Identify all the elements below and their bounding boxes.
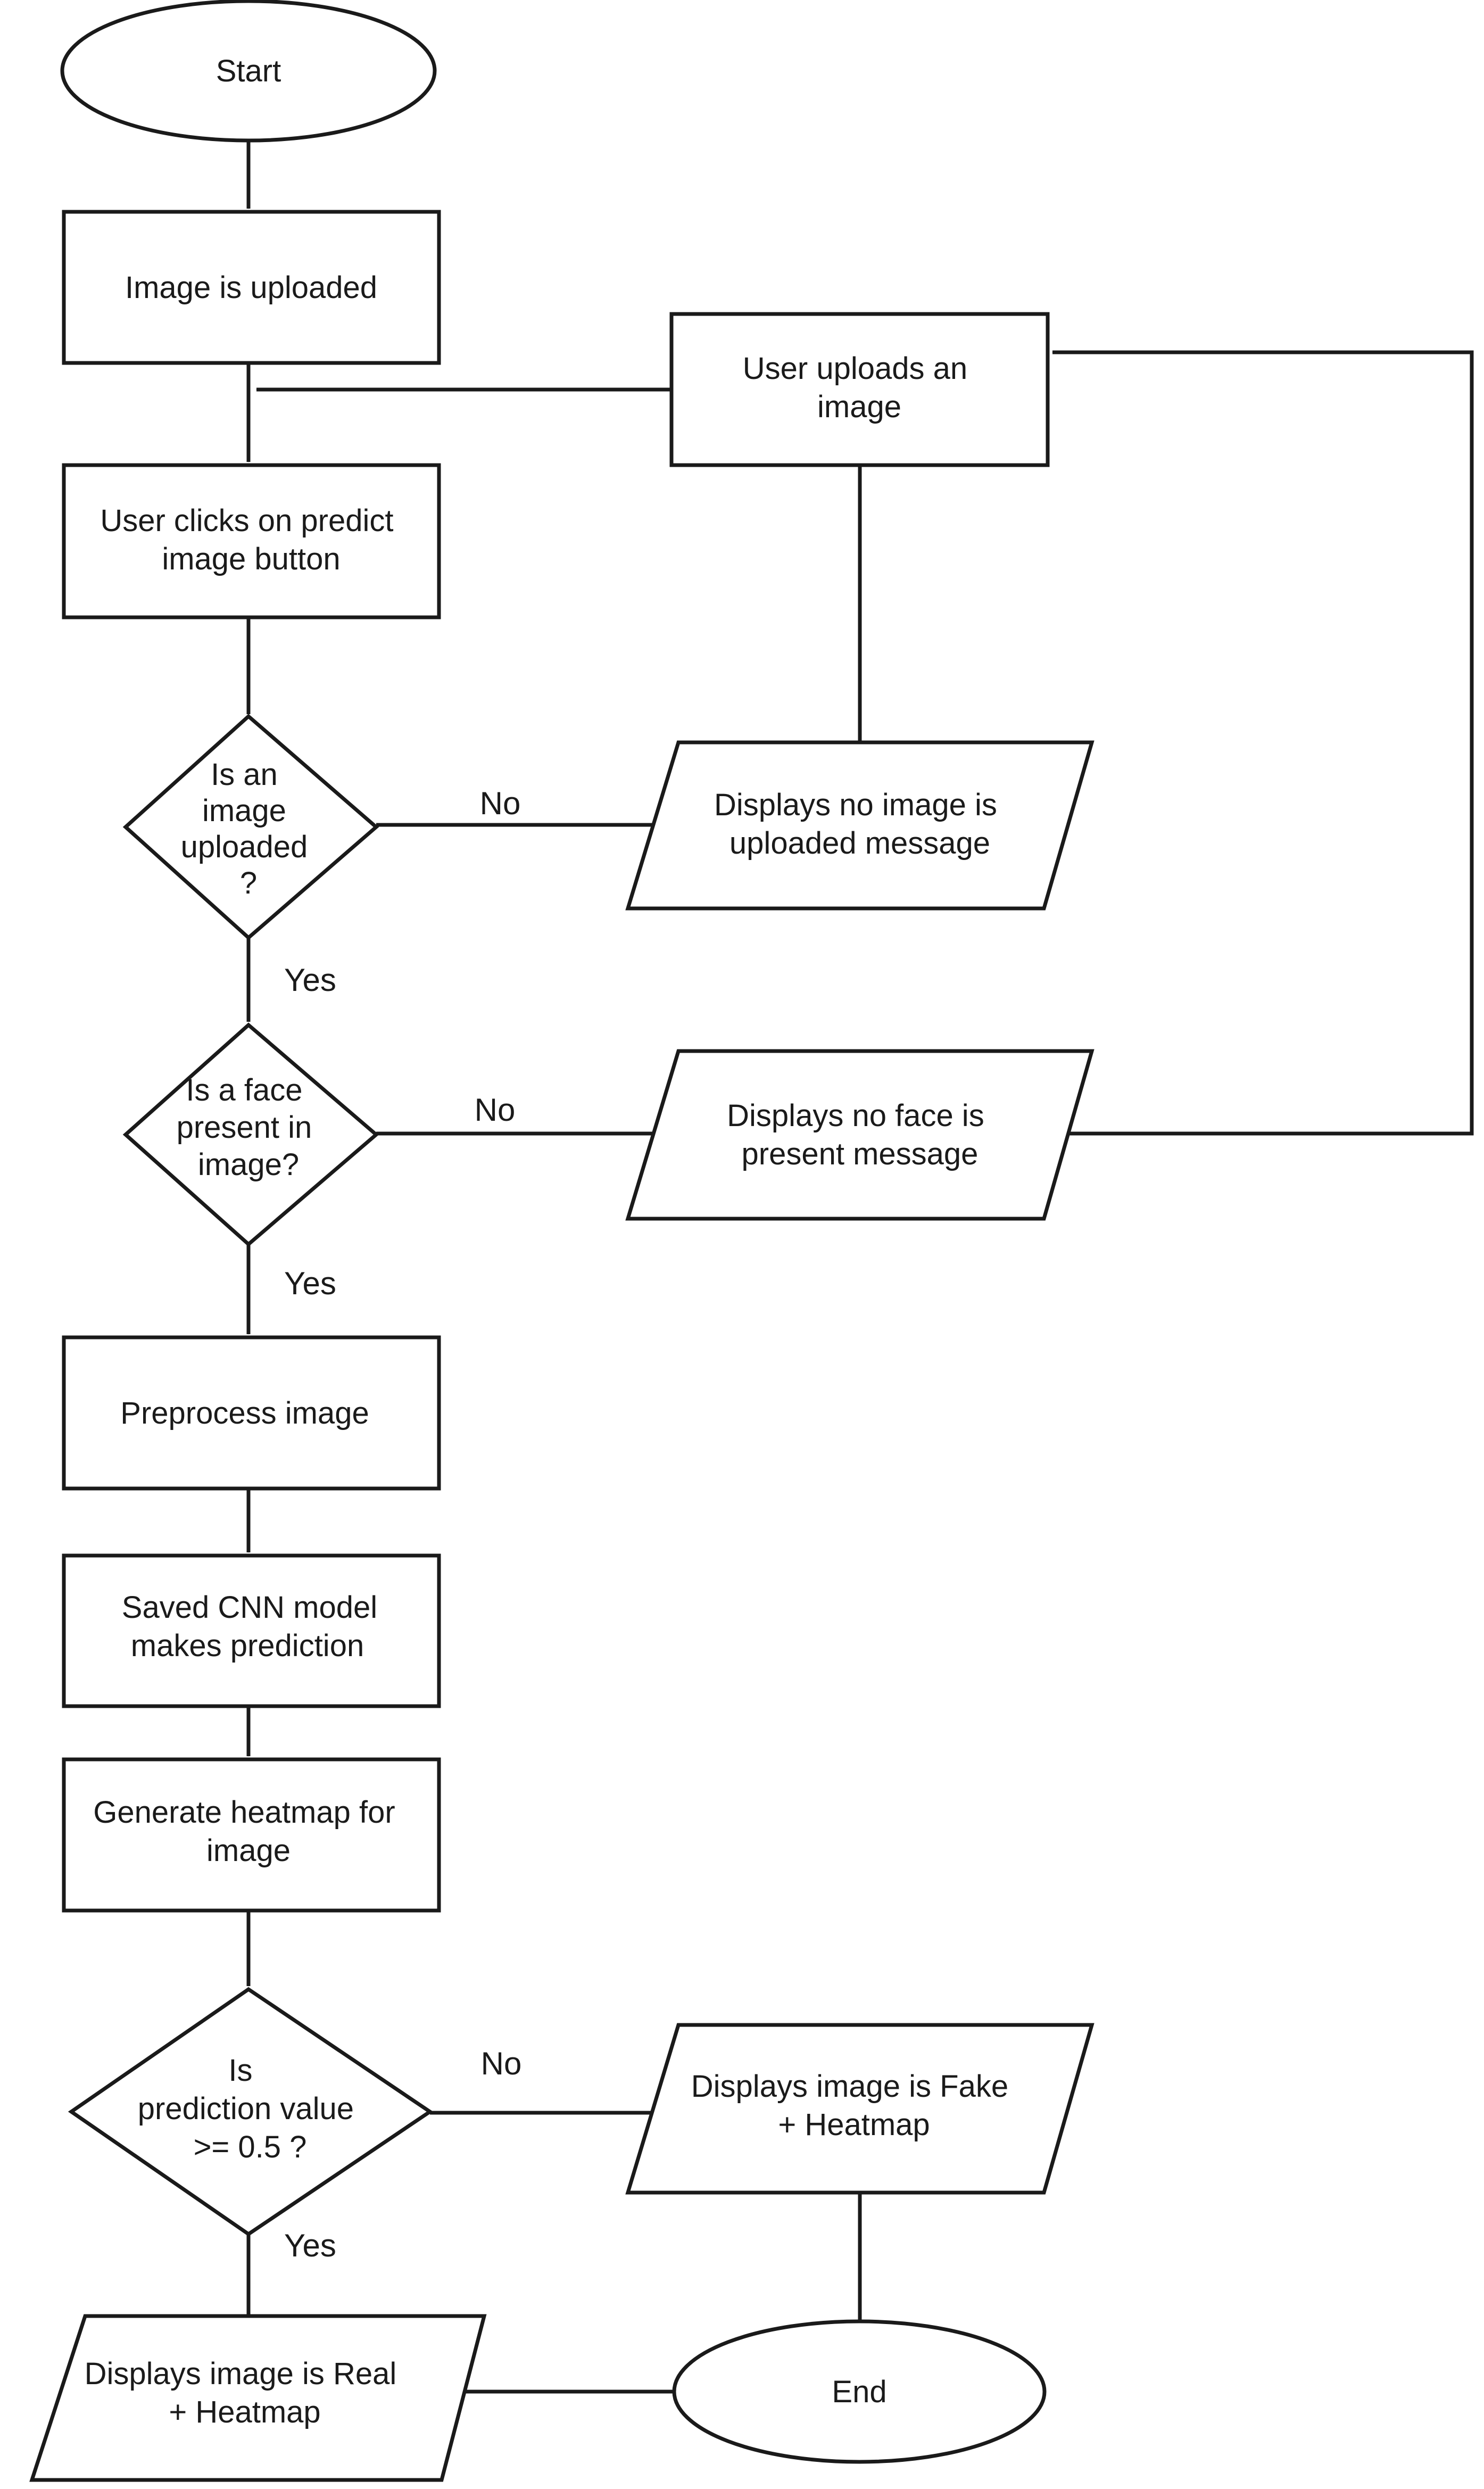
- label-image-yes: Yes: [284, 962, 336, 998]
- label-face-yes: Yes: [284, 1266, 336, 1301]
- prediction-decision-label: Is prediction value >= 0.5 ?: [138, 2053, 362, 2164]
- no-face-message: Displays no face is present message: [625, 1049, 1095, 1221]
- end-node: End: [672, 2319, 1047, 2464]
- edge-no-face-loop: [1052, 350, 1474, 1136]
- image-uploaded-box: Image is uploaded: [62, 210, 441, 365]
- predict-click-label: User clicks on predict image button: [100, 503, 402, 576]
- start-node: Start: [60, 0, 437, 143]
- face-decision-label: Is a face present in image?: [177, 1073, 321, 1182]
- no-image-message-label: Displays no image is uploaded message: [714, 788, 1006, 861]
- label-prediction-no: No: [481, 2046, 522, 2081]
- label-face-no: No: [475, 1092, 516, 1128]
- no-face-message-label: Displays no face is present message: [727, 1098, 993, 1171]
- preprocess-label: Preprocess image: [120, 1396, 369, 1430]
- real-message: Displays image is Real + Heatmap: [29, 2314, 487, 2482]
- label-prediction-yes: Yes: [284, 2228, 336, 2263]
- predict-click-box: User clicks on predict image button: [62, 463, 441, 619]
- prediction-decision: Is prediction value >= 0.5 ?: [68, 1987, 434, 2237]
- edge-labels: No Yes No Yes No Yes: [284, 785, 521, 2263]
- cnn-predict-label: Saved CNN model makes prediction: [122, 1590, 386, 1663]
- flow-edges: [246, 140, 1474, 2394]
- real-message-label: Displays image is Real + Heatmap: [85, 2356, 405, 2429]
- image-decision-label: Is an image uploaded ?: [181, 757, 317, 900]
- image-decision: Is an image uploaded ?: [122, 714, 379, 940]
- end-label: End: [832, 2375, 886, 2409]
- start-label: Start: [216, 54, 281, 88]
- fake-message: Displays image is Fake + Heatmap: [625, 2023, 1095, 2195]
- user-uploads-box: User uploads an image: [669, 312, 1050, 467]
- no-image-message: Displays no image is uploaded message: [625, 740, 1095, 911]
- preprocess-box: Preprocess image: [62, 1335, 441, 1491]
- fake-message-label: Displays image is Fake + Heatmap: [691, 2069, 1017, 2142]
- label-image-no: No: [480, 785, 521, 821]
- heatmap-label: Generate heatmap for image: [93, 1795, 404, 1868]
- face-decision: Is a face present in image?: [122, 1022, 379, 1247]
- heatmap-box: Generate heatmap for image: [62, 1757, 441, 1913]
- cnn-predict-box: Saved CNN model makes prediction: [62, 1553, 441, 1708]
- user-uploads-label: User uploads an image: [743, 351, 976, 424]
- image-uploaded-label: Image is uploaded: [125, 270, 377, 305]
